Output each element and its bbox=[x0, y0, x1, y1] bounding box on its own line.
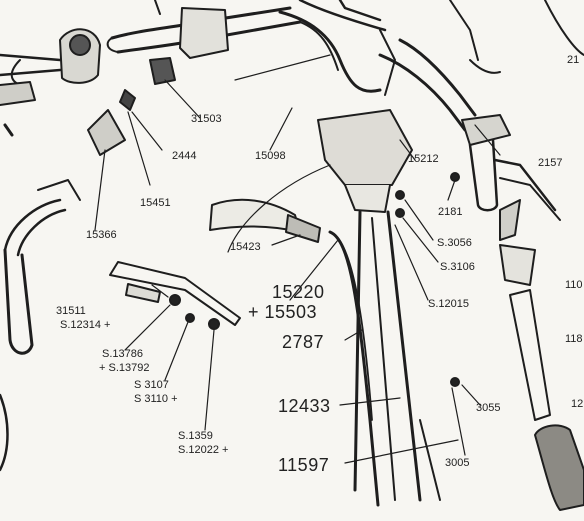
switch-housing-drawing bbox=[0, 28, 101, 137]
part-edge-118-label: 118 bbox=[565, 333, 583, 345]
part-11597-label: 11597 bbox=[278, 455, 330, 475]
part-15451-label: 15451 bbox=[140, 197, 171, 209]
part-edge-110-label: 110 bbox=[565, 279, 583, 291]
part-s12022-label: S.12022 + bbox=[178, 444, 229, 456]
part-31511-label: 31511 bbox=[56, 305, 86, 317]
part-15503-label: + 15503 bbox=[248, 302, 318, 322]
part-3005-label: 3005 bbox=[445, 457, 470, 469]
part-edge-12-label: 12 bbox=[571, 398, 584, 410]
part-2157-label: 2157 bbox=[538, 157, 563, 169]
leader-lines bbox=[94, 54, 501, 464]
part-2181-label: 2181 bbox=[438, 206, 463, 218]
handlebar-drawing bbox=[106, 0, 477, 132]
part-31503-label: 31503 bbox=[191, 113, 222, 125]
brake-lever-drawing bbox=[0, 179, 81, 472]
part-2787-label: 2787 bbox=[282, 332, 325, 352]
part-s3110-label: S 3110 + bbox=[134, 393, 178, 405]
part-s3106-label: S.3106 bbox=[440, 261, 475, 273]
part-s12015-label: S.12015 bbox=[428, 298, 469, 310]
part-15220-label: 15220 bbox=[272, 282, 325, 302]
stem-fork-drawing bbox=[317, 29, 441, 507]
part-s12314-label: S.12314 + bbox=[60, 319, 111, 331]
part-15423-label: 15423 bbox=[230, 241, 261, 253]
part-2444-label: 2444 bbox=[172, 150, 197, 162]
part-s3107-label: S 3107 bbox=[134, 379, 169, 391]
part-15098-label: 15098 bbox=[255, 150, 286, 162]
part-s3056-label: S.3056 bbox=[437, 237, 472, 249]
part-s13792-label: + S.13792 bbox=[99, 362, 150, 374]
part-12433-label: 12433 bbox=[278, 396, 331, 416]
part-s13786-label: S.13786 bbox=[102, 348, 143, 360]
part-s1359-label: S.1359 bbox=[178, 430, 213, 442]
part-edge-21-label: 21 bbox=[567, 54, 580, 66]
clamp-parts-drawing bbox=[87, 57, 460, 387]
right-grip-drawing bbox=[449, 0, 584, 511]
part-3055-label: 3055 bbox=[476, 402, 501, 414]
part-15366-label: 15366 bbox=[86, 229, 117, 241]
part-15212-label: 15212 bbox=[408, 153, 439, 165]
